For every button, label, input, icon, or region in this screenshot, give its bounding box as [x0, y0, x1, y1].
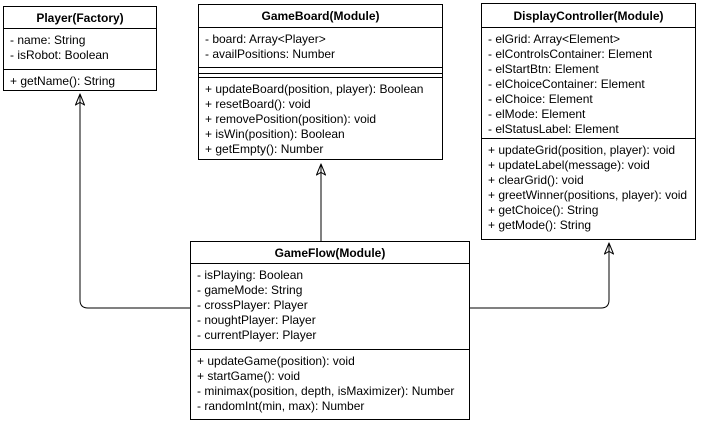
method: + updateGrid(position, player): void	[488, 143, 676, 157]
class-displaycontroller-module[interactable]: DisplayController(Module) - elGrid: Arra…	[481, 3, 696, 240]
method: + resetBoard(): void	[205, 97, 311, 111]
method: + getMode(): String	[488, 218, 592, 232]
class-title: DisplayController(Module)	[482, 4, 695, 28]
attribute: - currentPlayer: Player	[197, 328, 317, 342]
method: + updateBoard(position, player): Boolean	[205, 82, 424, 96]
class-title: GameBoard(Module)	[199, 5, 442, 28]
method: - minimax(position, depth, isMaximizer):…	[197, 384, 455, 398]
methods-section: + updateGame(position): void + startGame…	[191, 349, 469, 419]
attribute: - board: Array<Player>	[205, 32, 326, 46]
attribute: - elChoice: Element	[488, 92, 593, 106]
attributes-section: - board: Array<Player> - availPositions:…	[199, 28, 442, 67]
methods-section: + updateBoard(position, player): Boolean…	[199, 77, 442, 159]
method: + startGame(): void	[197, 369, 301, 383]
method: + isWin(position): Boolean	[205, 127, 345, 141]
attributes-section: - elGrid: Array<Element> - elControlsCon…	[482, 28, 695, 138]
attribute: - name: String	[10, 33, 86, 47]
attribute: - elStartBtn: Element	[488, 62, 599, 76]
attribute: - elChoiceContainer: Element	[488, 77, 645, 91]
method: + getEmpty(): Number	[205, 142, 324, 156]
methods-section: + updateGrid(position, player): void + u…	[482, 138, 695, 239]
empty-compartment	[199, 67, 442, 73]
attribute: - elControlsContainer: Element	[488, 47, 653, 61]
attribute: - elGrid: Array<Element>	[488, 32, 621, 46]
class-title: GameFlow(Module)	[191, 242, 469, 264]
empty-compartment	[199, 73, 442, 77]
attribute: - noughtPlayer: Player	[197, 313, 316, 327]
methods-section: + getName(): String	[4, 69, 156, 90]
attribute: - availPositions: Number	[205, 47, 336, 61]
class-title: Player(Factory)	[4, 7, 156, 29]
method: + updateGame(position): void	[197, 354, 355, 368]
method: + greetWinner(positions, player): void	[488, 188, 688, 202]
method: + getName(): String	[10, 74, 116, 88]
attribute: - isRobot: Boolean	[10, 48, 109, 62]
attribute: - isPlaying: Boolean	[197, 268, 304, 282]
attributes-section: - isPlaying: Boolean - gameMode: String …	[191, 264, 469, 349]
attribute: - crossPlayer: Player	[197, 298, 308, 312]
attribute: - elMode: Element	[488, 107, 586, 121]
method: + updateLabel(message): void	[488, 158, 650, 172]
connector-gameflow-to-displaycontroller	[470, 243, 609, 309]
attribute: - elStatusLabel: Element	[488, 122, 619, 136]
class-gameflow-module[interactable]: GameFlow(Module) - isPlaying: Boolean - …	[190, 241, 470, 420]
method: + removePosition(position): void	[205, 112, 377, 126]
method: + getChoice(): String	[488, 203, 599, 217]
class-gameboard-module[interactable]: GameBoard(Module) - board: Array<Player>…	[198, 4, 443, 160]
connector-gameflow-to-player	[80, 94, 190, 309]
method: - randomInt(min, max): Number	[197, 399, 365, 413]
class-player-factory[interactable]: Player(Factory) - name: String - isRobot…	[3, 6, 157, 91]
attribute: - gameMode: String	[197, 283, 303, 297]
method: + clearGrid(): void	[488, 173, 584, 187]
attributes-section: - name: String - isRobot: Boolean	[4, 29, 156, 69]
